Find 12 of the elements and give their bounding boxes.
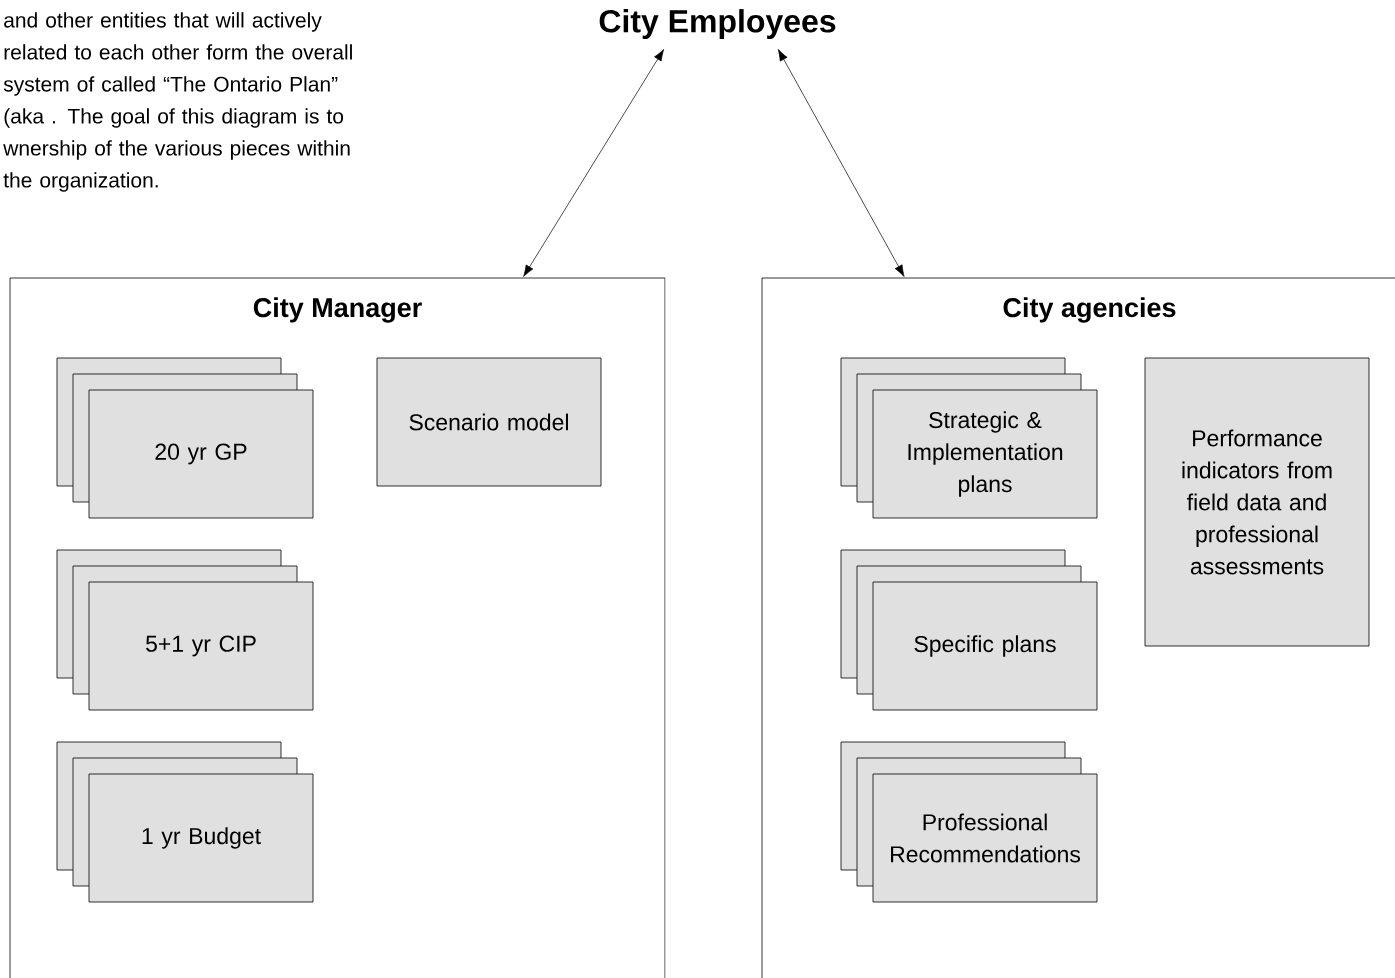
stacked-document-box: 1 yr Budget [56, 741, 314, 903]
process-box: Performance indicators from field data and professional assessments [1144, 357, 1370, 647]
stacked-document-box: Specific plans [840, 549, 1098, 711]
stacked-document-box: Strategic & Implementation plans [840, 357, 1098, 519]
process-box: Scenario model [376, 357, 602, 487]
stacked-document-box: 5+1 yr CIP [56, 549, 314, 711]
stacked-document-box: 20 yr GP [56, 357, 314, 519]
arrow [523, 49, 665, 277]
stacked-document-box: Professional Recommendations [840, 741, 1098, 903]
title-text: City Employees [599, 9, 836, 39]
note-text: and other entities that will actively related to each other form the overall system of called “The Ontario Plan” (aka . The goal of this diagram is to wnership of the various pieces within the organization. [3, 12, 352, 192]
arrow [777, 49, 905, 277]
